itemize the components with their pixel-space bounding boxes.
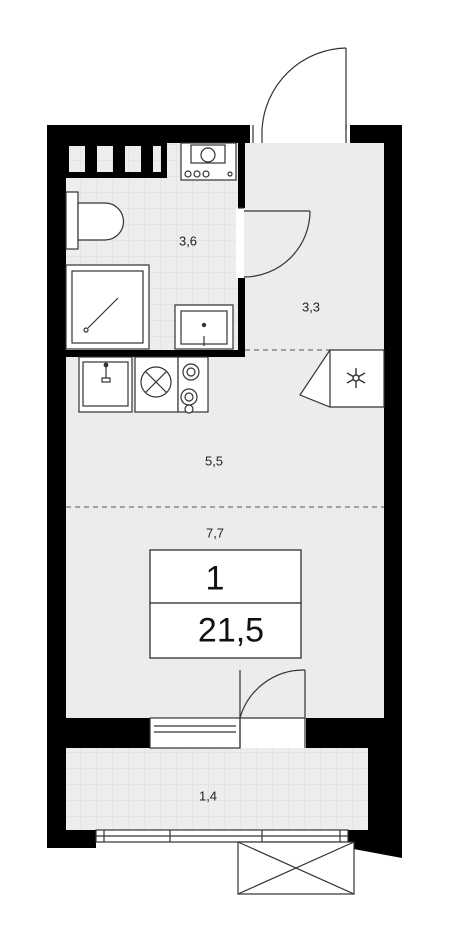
balcony-window bbox=[95, 829, 349, 843]
bathroom-area-label: 3,6 bbox=[178, 233, 198, 249]
bathroom-sink-icon bbox=[174, 304, 234, 350]
vent-ducts bbox=[63, 140, 167, 178]
wall-bottom-left bbox=[47, 718, 150, 748]
hallway-area-label: 3,3 bbox=[301, 299, 321, 315]
toilet-icon bbox=[65, 191, 125, 250]
hallway-floor bbox=[244, 143, 384, 350]
balcony-door bbox=[149, 669, 306, 749]
balcony-floor bbox=[66, 748, 368, 830]
balcony-area-label: 1,4 bbox=[198, 788, 218, 804]
shower-icon bbox=[65, 264, 150, 350]
summary-box bbox=[149, 549, 302, 659]
balcony-wall-left bbox=[47, 748, 96, 848]
room-count: 1 bbox=[205, 559, 225, 598]
cooktop-icon bbox=[177, 356, 209, 414]
bathroom-wall-right bbox=[238, 143, 245, 208]
bathroom-door bbox=[236, 207, 311, 278]
wall-bottom-right bbox=[306, 718, 402, 748]
wall-top-left bbox=[47, 125, 250, 143]
kitchen-area-label: 5,5 bbox=[204, 453, 224, 469]
wall-left bbox=[47, 125, 66, 718]
stove-icon bbox=[134, 356, 179, 413]
washing-machine-icon bbox=[180, 142, 237, 181]
balcony-wall-right bbox=[348, 748, 402, 858]
entrance-door bbox=[252, 47, 347, 143]
ac-unit-icon bbox=[237, 841, 355, 895]
ventilation-shaft-icon bbox=[299, 349, 385, 408]
bathroom-wall-bottom bbox=[66, 350, 245, 357]
total-area: 21,5 bbox=[197, 611, 265, 650]
living-area-label: 7,7 bbox=[205, 525, 225, 541]
kitchen-sink-icon bbox=[78, 356, 133, 413]
bathroom-wall-right-lower bbox=[238, 278, 245, 357]
wall-right bbox=[384, 125, 402, 718]
